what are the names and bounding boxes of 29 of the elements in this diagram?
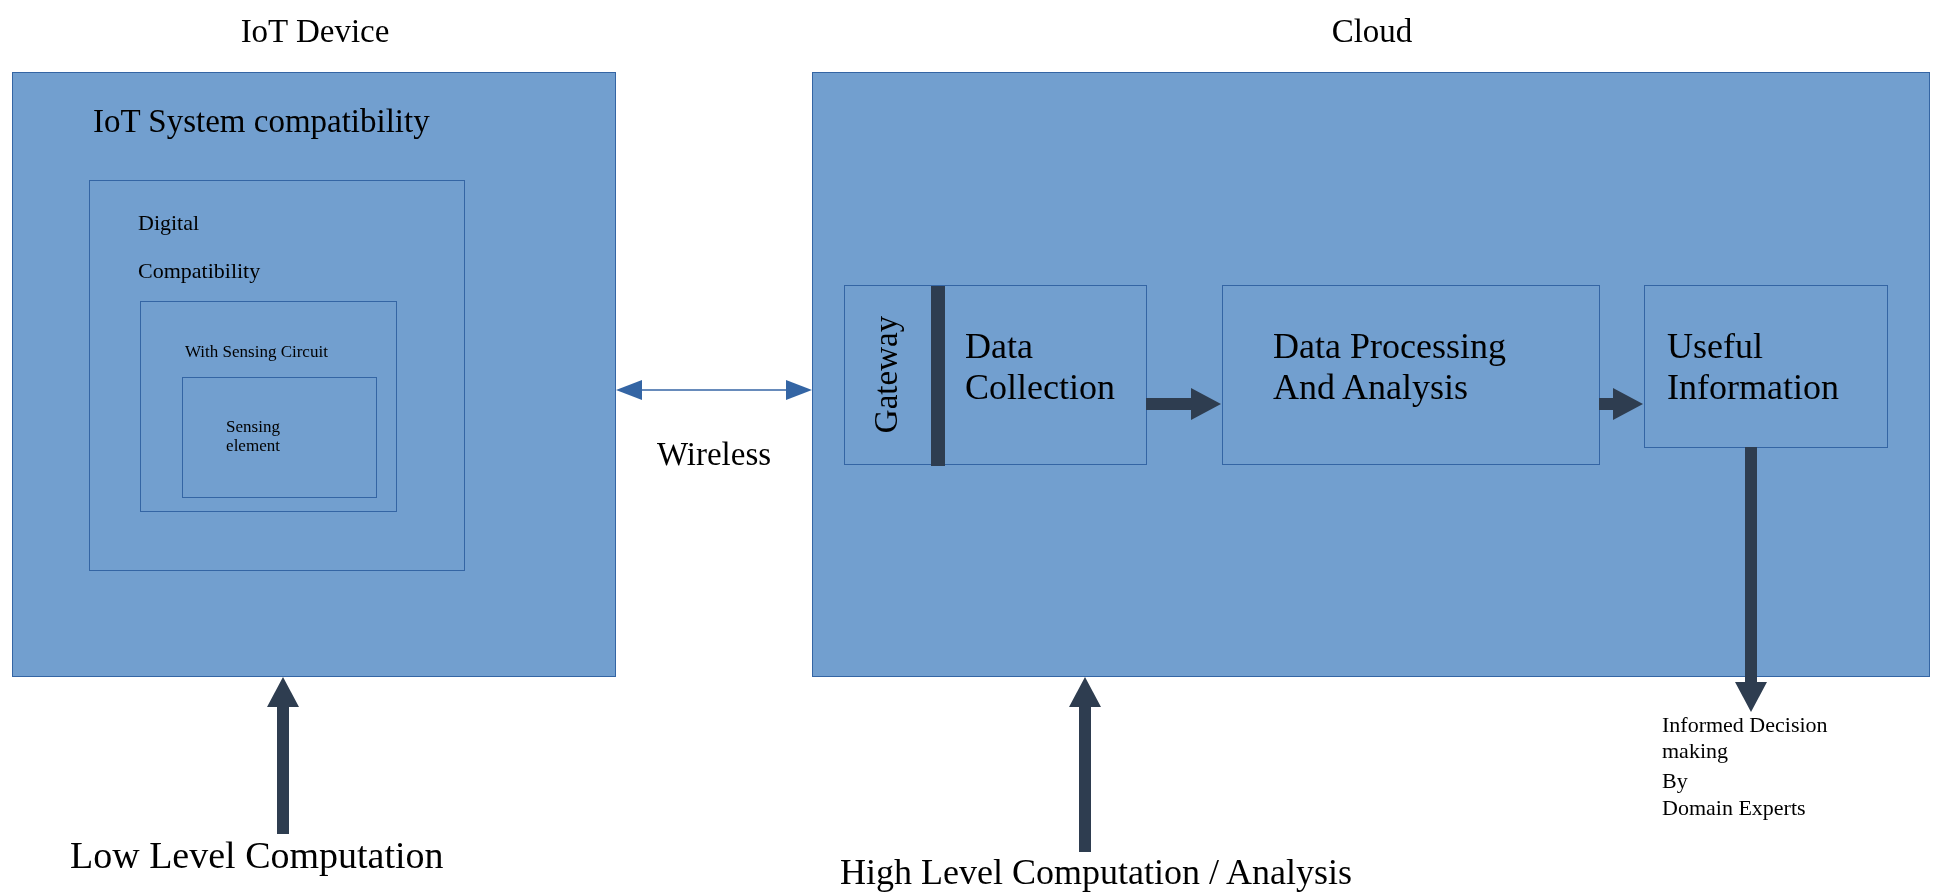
heading: IoT Device — [239, 13, 391, 51]
note: Domain Experts — [1662, 795, 1807, 822]
double-arrow — [616, 380, 812, 400]
gateway-bar — [931, 286, 945, 466]
heading: Cloud — [1330, 13, 1414, 51]
note: Informed Decision making — [1662, 712, 1829, 765]
gateway-box — [844, 285, 1147, 465]
process-box — [182, 377, 377, 498]
process-box — [89, 180, 465, 571]
box-label: IoT System compatibility — [93, 103, 431, 141]
arrow — [1735, 447, 1767, 712]
box-label: Data Collection — [965, 326, 1116, 409]
box-label: Digital Compatibility — [138, 209, 262, 286]
note: Low Level Computation — [70, 834, 445, 878]
edge-label: Wireless — [656, 436, 772, 473]
arrow — [1069, 677, 1101, 852]
process-box — [1644, 285, 1888, 448]
box-label: Sensing element — [225, 418, 281, 456]
box-label: With Sensing Circuit — [185, 342, 329, 362]
rotated-label: Gateway — [869, 314, 902, 435]
arrow — [267, 677, 299, 834]
process-box — [140, 301, 397, 512]
note: By — [1662, 768, 1689, 795]
arrow — [1146, 388, 1221, 420]
box-label: Data Processing And Analysis — [1273, 326, 1507, 409]
note: High Level Computation / Analysis — [840, 852, 1353, 894]
process-box — [1222, 285, 1600, 465]
box-label: Useful Information — [1667, 326, 1840, 409]
arrow — [1599, 388, 1643, 420]
